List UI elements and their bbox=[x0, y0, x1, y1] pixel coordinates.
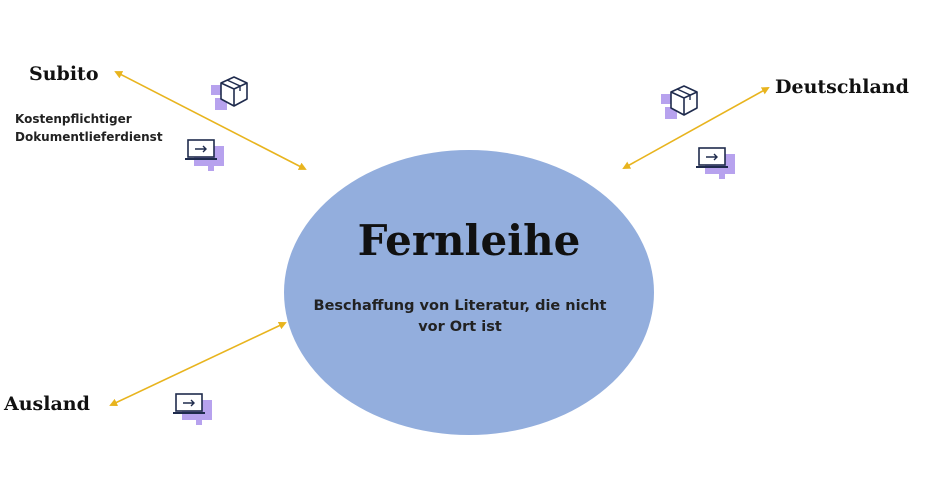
subito-note: Kostenpflichtiger Dokumentlieferdienst bbox=[15, 110, 163, 146]
center-circle bbox=[284, 150, 654, 435]
center-title: Fernleihe bbox=[357, 216, 581, 265]
node-label-subito: Subito bbox=[29, 63, 99, 85]
arrow-deutschland bbox=[622, 87, 770, 169]
arrow-ausland bbox=[109, 321, 287, 407]
package-icon bbox=[661, 85, 698, 119]
node-label-deutschland: Deutschland bbox=[775, 76, 909, 98]
laptop-icon bbox=[185, 139, 224, 171]
node-label-ausland: Ausland bbox=[4, 393, 90, 415]
package-icon bbox=[211, 76, 248, 110]
laptop-icon bbox=[173, 393, 212, 425]
center-description: Beschaffung von Literatur, die nicht vor… bbox=[313, 298, 607, 335]
subito-note-line1: Kostenpflichtiger bbox=[15, 112, 132, 126]
laptop-icon bbox=[696, 147, 735, 179]
arrow-subito bbox=[114, 71, 307, 170]
subito-note-line2: Dokumentlieferdienst bbox=[15, 130, 163, 144]
